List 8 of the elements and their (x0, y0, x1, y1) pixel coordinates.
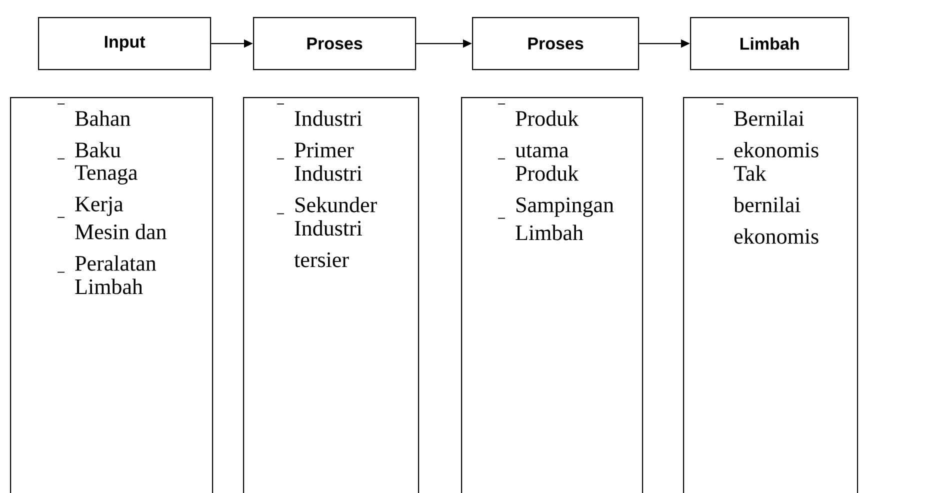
list-box: Produk utama Produk Sampingan Limbah (461, 97, 644, 493)
process-box: Limbah (690, 17, 850, 70)
process-box: Input (38, 17, 212, 70)
process-box: Proses (253, 17, 416, 70)
list-box: Bahan Baku Tenaga Kerja Mesin dan Peralatan Limbah (10, 97, 214, 493)
list-box: Industri Primer Industri Sekunder Industri tersier (243, 97, 420, 493)
list-box: Bernilai ekonomis Tak bernilai ekonomis (683, 97, 858, 493)
process-box: Proses (472, 17, 640, 70)
